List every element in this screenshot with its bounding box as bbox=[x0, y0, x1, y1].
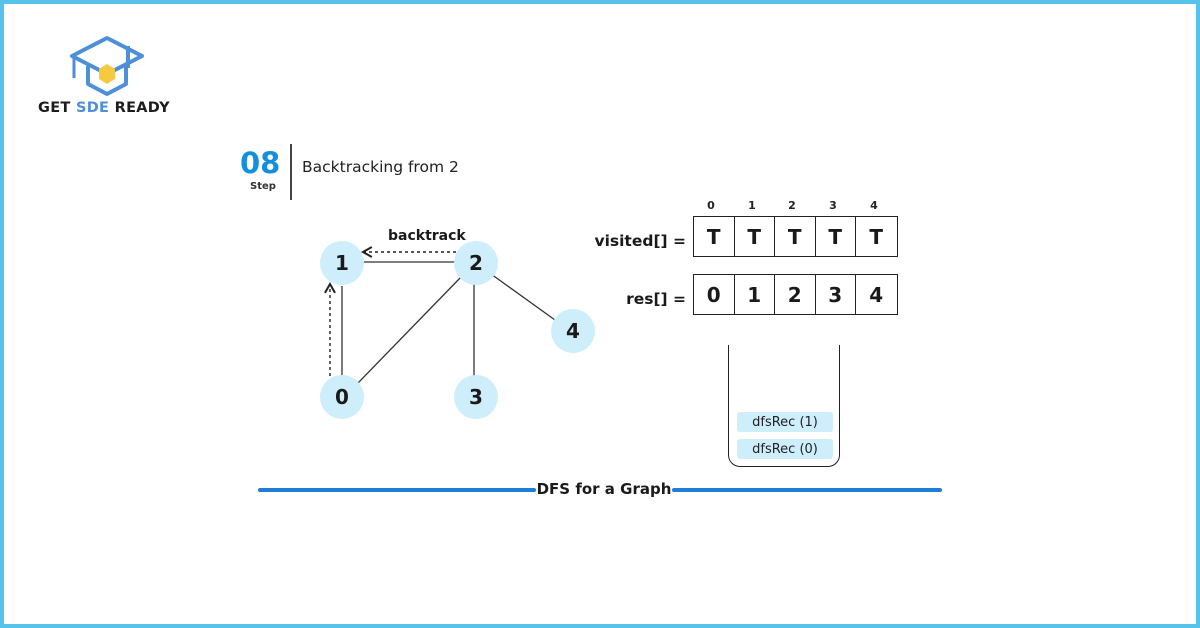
graph-node-0 bbox=[320, 375, 364, 419]
visited-array-label: visited[] = bbox=[594, 232, 686, 250]
graph-node-2 bbox=[454, 241, 498, 285]
visited-cell: T bbox=[694, 217, 735, 256]
array-index: 2 bbox=[788, 199, 796, 212]
footer-caption: DFS for a Graph bbox=[536, 480, 672, 498]
array-index: 1 bbox=[748, 199, 756, 212]
res-cell: 2 bbox=[775, 275, 816, 314]
graph-node-4 bbox=[551, 309, 595, 353]
res-cell: 0 bbox=[694, 275, 735, 314]
step-title: Backtracking from 2 bbox=[302, 158, 459, 176]
graph-diagram: backtrack 1 2 4 0 3 bbox=[320, 228, 595, 419]
backtrack-label: backtrack bbox=[388, 228, 466, 244]
footer-line-left bbox=[258, 488, 536, 492]
call-stack-frame: dfsRec (1) bbox=[737, 412, 833, 432]
graph-node-label: 1 bbox=[335, 251, 349, 275]
array-index: 3 bbox=[829, 199, 837, 212]
visited-cell: T bbox=[816, 217, 856, 256]
visited-cell: T bbox=[735, 217, 775, 256]
edge-2-0 bbox=[357, 275, 463, 384]
graph-node-label: 3 bbox=[469, 385, 483, 409]
array-index: 4 bbox=[870, 199, 878, 212]
graph-node-3 bbox=[454, 375, 498, 419]
res-cell: 1 bbox=[735, 275, 775, 314]
visited-array: T T T T T bbox=[693, 216, 898, 257]
graph-node-label: 0 bbox=[335, 385, 349, 409]
brand-name: GET SDE READY bbox=[38, 100, 170, 116]
visited-cell: T bbox=[869, 224, 884, 249]
step-label: Step bbox=[250, 181, 276, 192]
res-cell: 3 bbox=[816, 275, 856, 314]
brand-logo: GET SDE READY bbox=[38, 32, 188, 127]
footer-line-right bbox=[672, 488, 942, 492]
visited-cell: T bbox=[775, 217, 816, 256]
graph-node-1 bbox=[320, 241, 364, 285]
array-index: 0 bbox=[707, 199, 715, 212]
graph-node-label: 4 bbox=[566, 319, 580, 343]
edge-2-4 bbox=[490, 273, 556, 321]
call-stack-frame: dfsRec (0) bbox=[737, 439, 833, 459]
res-array: 0 1 2 3 4 bbox=[693, 274, 898, 315]
call-stack-container bbox=[728, 345, 840, 467]
graduation-cap-hexagon-logo-icon bbox=[70, 36, 144, 96]
res-array-label: res[] = bbox=[626, 290, 686, 308]
graph-node-label: 2 bbox=[469, 251, 483, 275]
step-divider bbox=[290, 144, 292, 200]
res-cell: 4 bbox=[869, 282, 884, 307]
step-number: 08 bbox=[240, 146, 281, 180]
